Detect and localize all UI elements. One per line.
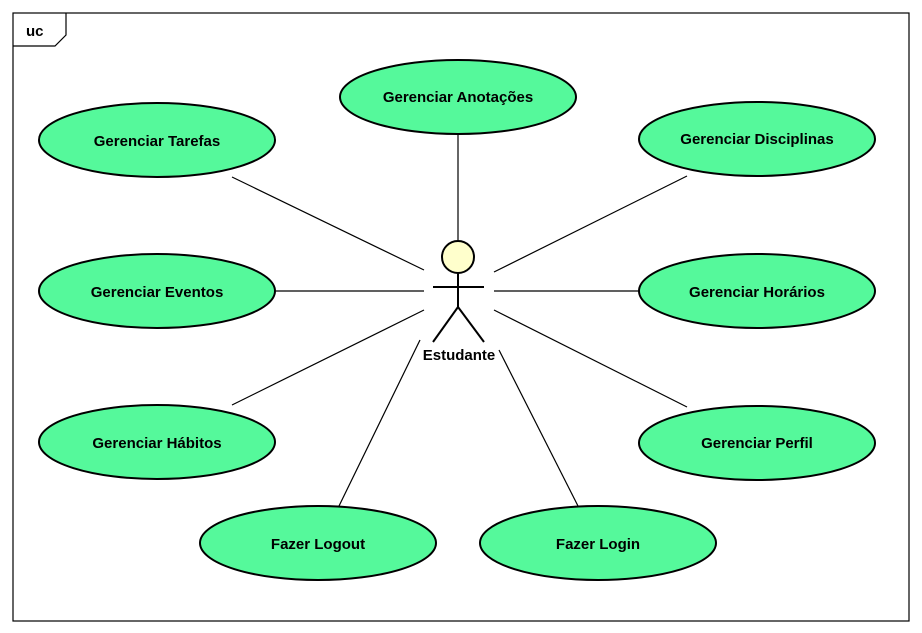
- association-habitos: [231, 309, 425, 406]
- use-case-ellipse: [638, 405, 876, 481]
- use-case-label: Gerenciar Anotações: [383, 89, 533, 106]
- use-case-gerenciar-eventos[interactable]: Gerenciar Eventos: [38, 253, 276, 329]
- associations: [231, 134, 688, 507]
- association-logout: [338, 339, 421, 507]
- use-case-label: Gerenciar Hábitos: [92, 435, 221, 452]
- actor-estudante[interactable]: Estudante: [423, 240, 496, 364]
- use-case-label: Gerenciar Disciplinas: [680, 131, 833, 148]
- use-case-label: Gerenciar Eventos: [91, 284, 224, 301]
- use-case-ellipse: [339, 59, 577, 135]
- use-case-ellipse: [38, 102, 276, 178]
- use-case-fazer-logout[interactable]: Fazer Logout: [199, 505, 437, 581]
- use-case-ellipse: [38, 253, 276, 329]
- use-case-fazer-login[interactable]: Fazer Login: [479, 505, 717, 581]
- association-perfil: [493, 309, 688, 408]
- actor-right-leg: [457, 306, 485, 343]
- use-case-gerenciar-disciplinas[interactable]: Gerenciar Disciplinas: [638, 101, 876, 177]
- use-case-label: Gerenciar Perfil: [701, 435, 813, 452]
- use-case-ellipse: [38, 404, 276, 480]
- use-case-ellipse: [479, 505, 717, 581]
- use-case-label: Fazer Login: [556, 536, 640, 553]
- use-case-ellipse: [638, 101, 876, 177]
- actor-left-leg: [432, 306, 459, 343]
- use-case-label: Gerenciar Horários: [689, 284, 825, 301]
- use-case-gerenciar-perfil[interactable]: Gerenciar Perfil: [638, 405, 876, 481]
- actor-head: [441, 240, 475, 274]
- use-case-gerenciar-anotacoes[interactable]: Gerenciar Anotações: [339, 59, 577, 135]
- frame-label: uc: [26, 23, 44, 40]
- association-login: [498, 349, 579, 507]
- use-case-ellipse: [638, 253, 876, 329]
- actor-label: Estudante: [423, 347, 496, 364]
- use-case-ellipse: [199, 505, 437, 581]
- use-case-gerenciar-habitos[interactable]: Gerenciar Hábitos: [38, 404, 276, 480]
- association-tarefas: [231, 176, 425, 271]
- association-disciplinas: [493, 175, 688, 273]
- use-case-label: Fazer Logout: [271, 536, 365, 553]
- diagram-frame: [12, 12, 910, 622]
- use-case-gerenciar-tarefas[interactable]: Gerenciar Tarefas: [38, 102, 276, 178]
- frame-label-tab: [13, 13, 67, 47]
- use-case-label: Gerenciar Tarefas: [94, 133, 220, 150]
- use-case-gerenciar-horarios[interactable]: Gerenciar Horários: [638, 253, 876, 329]
